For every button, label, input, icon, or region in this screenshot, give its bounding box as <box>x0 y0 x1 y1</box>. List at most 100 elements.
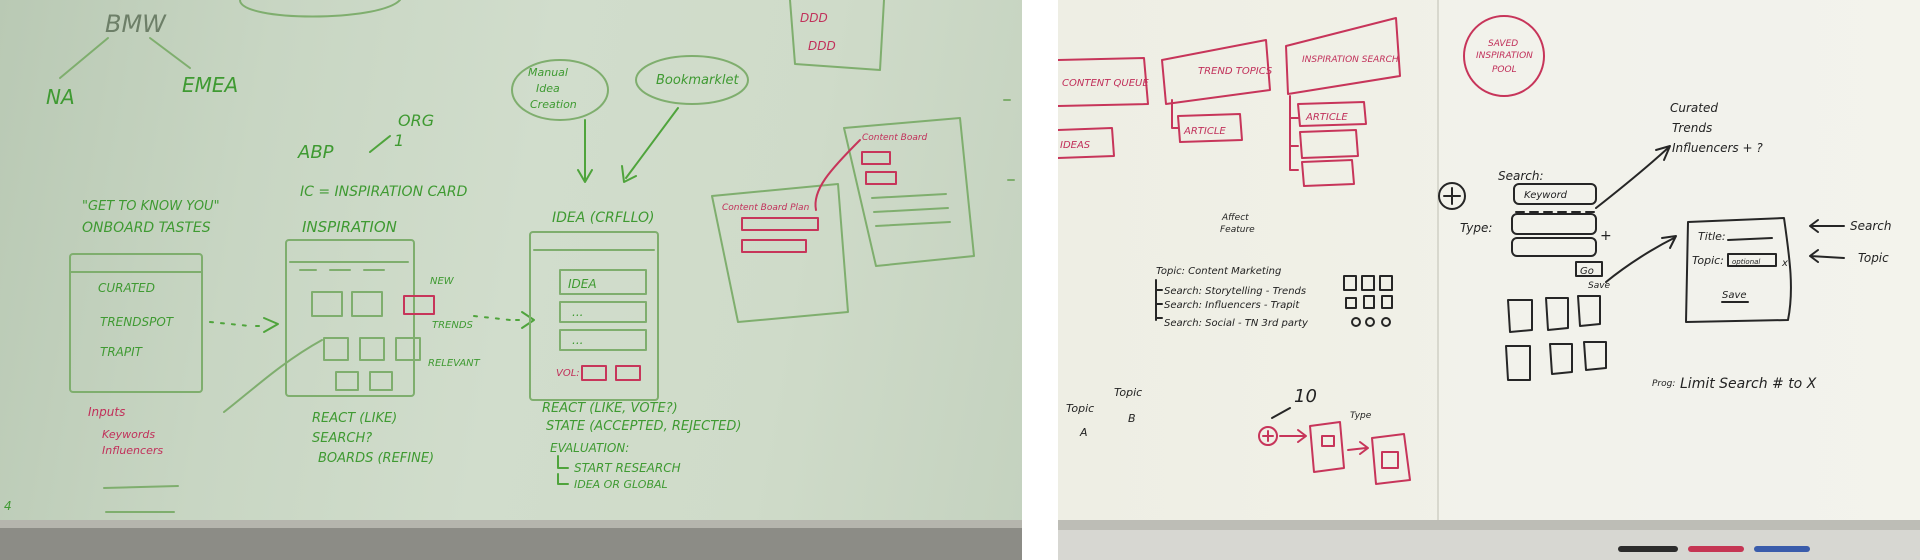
cropped-marks <box>1003 99 1015 181</box>
tab-trend-topics-label: TREND TOPICS <box>1198 66 1273 77</box>
manual-idea-arrow <box>577 119 593 183</box>
arrow-search-label: Search <box>1850 219 1892 233</box>
top-card <box>789 0 885 71</box>
topic-b-title: Topic <box>1114 386 1142 399</box>
saved-pool-circle <box>1463 15 1545 97</box>
curated-arrow-head <box>1655 145 1671 161</box>
inspiration-new: NEW <box>430 276 455 287</box>
idea-dots-box-1 <box>559 301 647 323</box>
saved-pool-line1: SAVED <box>1488 39 1518 49</box>
emea-label: EMEA <box>182 73 238 97</box>
board-tray-left <box>0 526 1022 560</box>
saved-pool-line3: POOL <box>1492 65 1517 75</box>
subtab-ideas-label: IDEAS <box>1060 140 1091 151</box>
idea-action-react: REACT (LIKE, VOTE?) <box>542 401 678 416</box>
affect-label: Affect <box>1221 213 1249 223</box>
bookmarklet-arrow <box>621 107 679 183</box>
list-item-curated: CURATED <box>98 281 155 295</box>
save-small-label: Save <box>1588 281 1611 291</box>
tab-content-queue-label: CONTENT QUEUE <box>1062 78 1149 89</box>
board-tray-lip-left <box>0 520 1022 528</box>
bookmarklet-label: Bookmarklet <box>656 73 739 88</box>
idea-dots-box-2 <box>559 329 647 351</box>
idea-vol: VOL: <box>556 368 580 379</box>
inspiration-tile-6 <box>395 337 421 361</box>
top-bubble <box>239 0 401 18</box>
idea-frame <box>529 231 659 401</box>
keyword-box <box>1513 183 1597 205</box>
tiles-row-1 <box>1507 295 1601 333</box>
content-card-label: Content Board <box>862 133 928 143</box>
bookmarklet-bubble <box>635 55 749 105</box>
influencers-label: Influencers + ? <box>1672 141 1763 155</box>
search-line-3: Search: Social - TN 3rd party <box>1164 318 1309 329</box>
whiteboard-sketches-right: CONTENT QUEUE TREND TOPICS INSPIRATION S… <box>1058 0 1920 560</box>
idea-eval-branch-1 <box>557 455 569 469</box>
onboard-frame <box>69 253 203 393</box>
curated-label: Curated <box>1670 101 1718 115</box>
content-card-lines <box>871 193 951 227</box>
type-label: Type: <box>1460 221 1492 235</box>
search-line-1: Search: Storytelling - Trends <box>1164 286 1306 297</box>
topic-x-mark: x <box>1781 258 1788 269</box>
inspiration-tile-5 <box>359 337 385 361</box>
saved-pool-line2: INSPIRATION <box>1476 51 1533 61</box>
idea-action-state: STATE (ACCEPTED, REJECTED) <box>546 419 741 434</box>
flow-card-2-box <box>1381 451 1399 469</box>
idea-action-global: IDEA OR GLOBAL <box>574 478 668 491</box>
tab-content-queue <box>1058 57 1149 107</box>
tree-branch-right <box>149 37 191 69</box>
list-item-trapit: TRAPIT <box>100 345 144 359</box>
tab-inspiration-search-label: INSPIRATION SEARCH <box>1302 55 1399 65</box>
whiteboard-photo-left: BMW NA EMEA ABP ORG 1 IC = INSPIRATION C… <box>0 0 1022 560</box>
arrow-topic-label: Topic <box>1858 251 1889 265</box>
inspiration-trends: TRENDS <box>432 320 474 331</box>
org-label: ORG <box>398 111 434 130</box>
optional-label: optional <box>1732 258 1760 266</box>
manual-idea-line3: Creation <box>530 98 577 111</box>
idea-action-research: START RESEARCH <box>574 461 681 475</box>
onboard-arrow-head <box>263 317 279 333</box>
board-panel-right <box>1438 0 1920 560</box>
feature-label: Feature <box>1220 225 1255 235</box>
tab-inspiration-search <box>1285 17 1401 95</box>
inputs-influencers: Influencers <box>102 444 163 457</box>
trends-label: Trends <box>1672 121 1712 135</box>
idea-item-label: IDEA <box>568 277 597 291</box>
topic-b-letter: B <box>1128 412 1136 425</box>
ten-label: 10 <box>1294 386 1317 407</box>
inspiration-header-lines <box>289 261 409 271</box>
inspiration-relevant: RELEVANT <box>428 358 481 369</box>
flow-arrow-2 <box>1347 441 1369 455</box>
na-label: NA <box>46 85 75 109</box>
arrow-to-topic <box>1809 249 1845 263</box>
idea-vol-box-2 <box>615 365 641 381</box>
curated-arrow <box>1595 147 1669 209</box>
ten-stroke <box>1271 407 1291 419</box>
inspiration-link-curve <box>223 339 323 413</box>
content-card-frame <box>843 117 975 267</box>
optional-box <box>1727 253 1777 267</box>
result-circle-1 <box>1351 317 1361 327</box>
result-circle-2 <box>1365 317 1375 327</box>
flow-type-label: Type <box>1350 411 1372 421</box>
idea-title: IDEA (CRFLLO) <box>552 210 654 226</box>
subtab-ideas <box>1058 127 1115 159</box>
type-plus: + <box>1600 228 1612 244</box>
flow-arrow-1 <box>1279 429 1307 443</box>
marker-blue <box>1754 546 1810 552</box>
board-tray-lip-right <box>1058 520 1920 530</box>
content-card-chip-1 <box>861 151 891 165</box>
whiteboard-photo-right: CONTENT QUEUE TREND TOPICS INSPIRATION S… <box>1058 0 1920 560</box>
save-arrow <box>1605 237 1675 283</box>
topic-field-label: Topic: <box>1692 254 1724 267</box>
inspiration-tile-4 <box>323 337 349 361</box>
manual-idea-bubble <box>511 59 609 121</box>
idea-action-eval: EVALUATION: <box>550 441 629 455</box>
search-label: Search: <box>1498 169 1544 183</box>
get-to-know-label: "GET TO KNOW YOU" <box>82 199 220 214</box>
result-squares-2 <box>1345 295 1393 309</box>
flow-add-plus <box>1262 430 1274 442</box>
title-field-label: Title: <box>1698 230 1726 243</box>
type-box-2 <box>1511 237 1597 257</box>
